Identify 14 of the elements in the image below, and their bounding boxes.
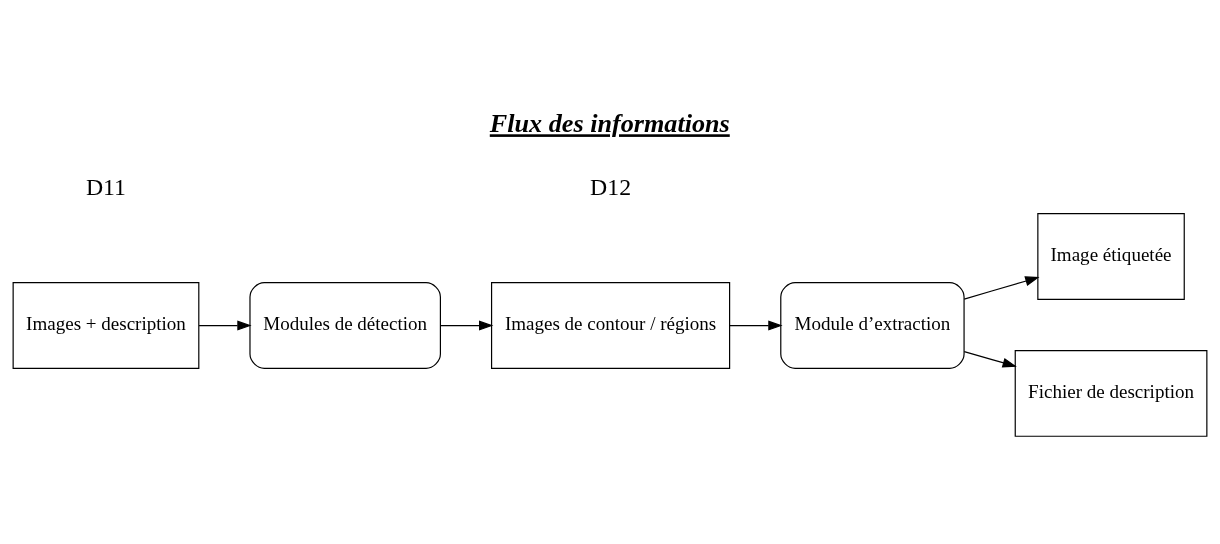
arrow: [963, 351, 1017, 368]
arrow: [198, 320, 252, 331]
node-box: Image étiquetée: [1037, 213, 1185, 300]
arrow: [440, 320, 494, 331]
arrow: [729, 320, 783, 331]
node-box: Module d’extraction: [780, 282, 965, 369]
label: D12: [590, 173, 632, 200]
node-box: Images + description: [12, 282, 200, 369]
diagram-title: Flux des informations: [489, 109, 730, 139]
arrow: [963, 276, 1040, 300]
node-box: Modules de détection: [249, 282, 441, 369]
node-box: Fichier de description: [1014, 349, 1208, 437]
node-box: Images de contour / régions: [491, 282, 731, 369]
label: D11: [85, 173, 127, 200]
